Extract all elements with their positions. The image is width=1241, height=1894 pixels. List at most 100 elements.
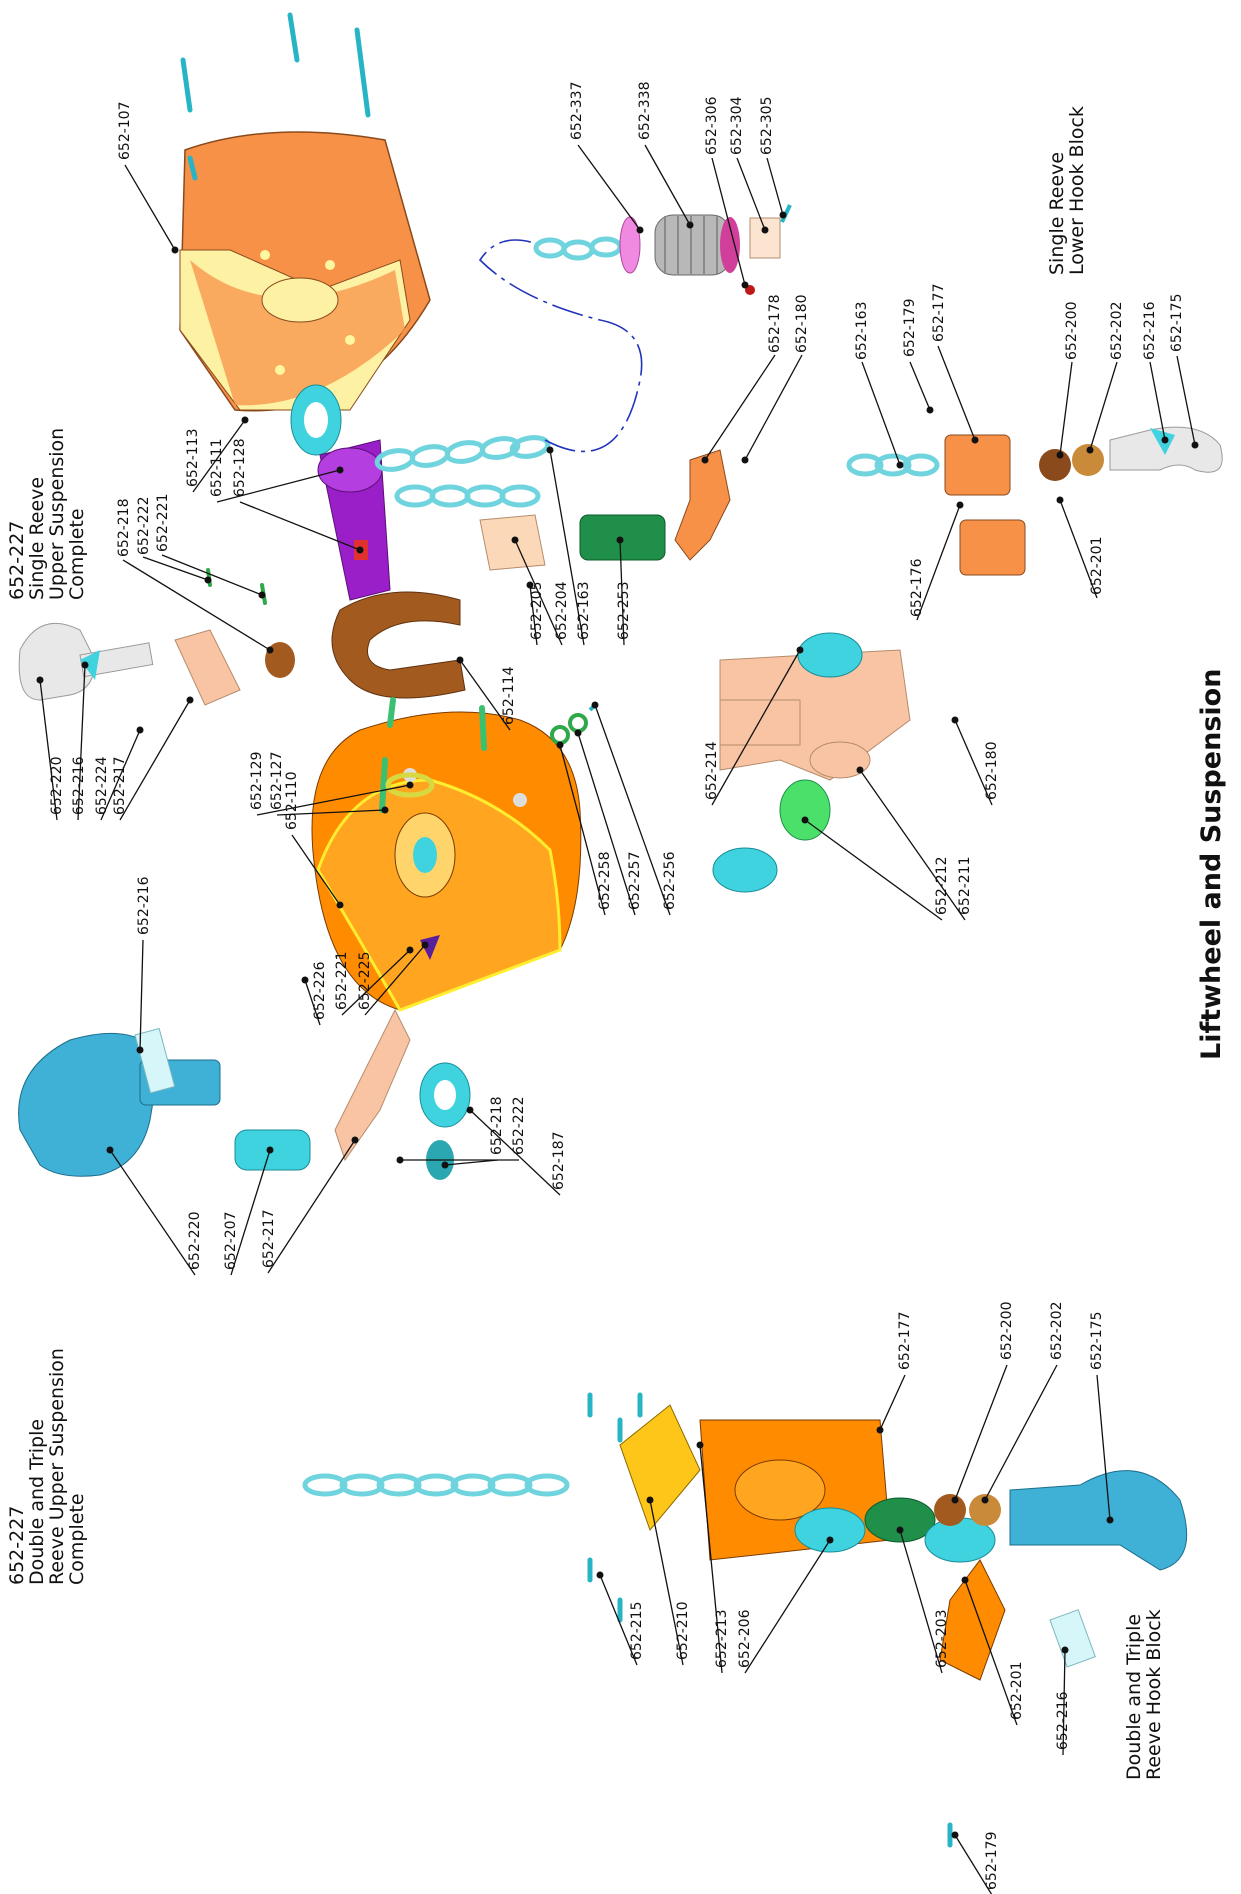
label-652-202-b: 652-202 xyxy=(1049,1301,1065,1361)
leader-line xyxy=(216,469,341,503)
label-652-200-b: 652-200 xyxy=(999,1301,1015,1361)
leader-line xyxy=(276,809,386,816)
label-652-187: 652-187 xyxy=(551,1131,567,1191)
leader-line xyxy=(804,819,943,921)
stripper-652-114 xyxy=(331,591,466,699)
leader-line xyxy=(766,157,784,216)
leader-dot xyxy=(701,456,709,464)
leader-dot xyxy=(971,436,979,444)
leader-dot xyxy=(406,781,414,789)
leader-dot xyxy=(258,591,266,599)
label-652-256: 652-256 xyxy=(662,851,678,911)
leader-dot xyxy=(36,676,44,684)
label-652-201-a: 652-201 xyxy=(1089,536,1105,596)
leader-line xyxy=(1059,361,1073,456)
small-pins-upper xyxy=(206,568,267,605)
label-652-220-b: 652-220 xyxy=(187,1211,203,1271)
leader-dot xyxy=(106,1146,114,1154)
leader-dot xyxy=(574,729,582,737)
label-652-306: 652-306 xyxy=(704,96,720,156)
leader-dot xyxy=(1061,1646,1069,1654)
roller-652-253 xyxy=(579,514,666,561)
spring-652-338 xyxy=(654,214,740,276)
label-652-205: 652-205 xyxy=(529,581,545,641)
screws-652-215 xyxy=(587,1392,953,1848)
leader-dot xyxy=(951,1496,959,1504)
leader-dot xyxy=(1086,446,1094,454)
leader-dot xyxy=(301,976,309,984)
leader-dot xyxy=(511,536,519,544)
washers-652-256-258 xyxy=(550,701,599,745)
leader-dot xyxy=(926,406,934,414)
leader-dot xyxy=(896,461,904,469)
label-652-257: 652-257 xyxy=(627,851,643,911)
double-triple-hook-block xyxy=(619,1404,1188,1681)
leader-dot xyxy=(741,456,749,464)
label-652-217-b: 652-217 xyxy=(261,1209,277,1269)
leader-dot xyxy=(526,581,534,589)
hook-block-652-211 xyxy=(712,632,911,893)
leader-dot xyxy=(266,646,274,654)
leader-line xyxy=(1062,1649,1066,1756)
leader-dot xyxy=(136,1046,144,1054)
leader-line xyxy=(736,157,766,231)
leader-line xyxy=(469,1109,561,1196)
single-reeve-upper-suspension xyxy=(18,622,295,706)
label-652-179-b: 652-179 xyxy=(984,1831,1000,1891)
leader-line xyxy=(711,649,801,806)
label-652-221-a: 652-221 xyxy=(155,493,171,553)
label-652-226: 652-226 xyxy=(312,961,328,1021)
label-652-253: 652-253 xyxy=(616,581,632,641)
leader-line xyxy=(577,732,636,916)
leader-dot xyxy=(556,741,564,749)
label-652-176: 652-176 xyxy=(909,558,925,618)
leader-dot xyxy=(591,701,599,709)
leader-dot xyxy=(646,1496,654,1504)
leader-dot xyxy=(616,536,624,544)
leader-dot xyxy=(336,466,344,474)
leader-dot xyxy=(761,226,769,234)
leader-line xyxy=(444,1159,499,1166)
label-652-216-d: 652-216 xyxy=(1055,1691,1071,1751)
leader-dot xyxy=(696,1441,704,1449)
leader-dot xyxy=(741,281,749,289)
leader-lines xyxy=(36,144,1199,1894)
guide-652-204 xyxy=(479,514,546,571)
leader-line xyxy=(192,419,246,493)
guide-652-178 xyxy=(674,449,731,561)
leader-line xyxy=(619,539,625,646)
label-652-215: 652-215 xyxy=(629,1601,645,1661)
leader-dot xyxy=(136,726,144,734)
double-triple-upper-suspension xyxy=(18,935,454,1180)
label-652-180-b: 652-180 xyxy=(984,741,1000,801)
leader-line xyxy=(954,719,993,806)
label-652-213: 652-213 xyxy=(714,1609,730,1669)
leader-line xyxy=(649,1499,684,1666)
leader-line xyxy=(364,944,426,1016)
leader-line xyxy=(1176,355,1196,446)
leader-line xyxy=(577,144,641,231)
leader-dot xyxy=(796,646,804,654)
leader-line xyxy=(77,664,86,821)
leader-dot xyxy=(1056,496,1064,504)
leader-line xyxy=(122,559,271,651)
label-652-258: 652-258 xyxy=(597,851,613,911)
label-652-129: 652-129 xyxy=(249,751,265,811)
leader-line xyxy=(142,556,209,581)
leader-line xyxy=(861,361,901,466)
leader-line xyxy=(937,345,976,441)
leader-line xyxy=(239,501,361,551)
leader-line xyxy=(1096,1374,1111,1521)
plate-652-304 xyxy=(749,217,781,259)
label-652-203: 652-203 xyxy=(934,1609,950,1669)
leader-dot xyxy=(266,1146,274,1154)
leader-dot xyxy=(779,211,787,219)
leader-dot xyxy=(686,221,694,229)
label-652-337: 652-337 xyxy=(569,81,585,141)
leader-line xyxy=(100,729,141,821)
label-652-216-c: 652-216 xyxy=(136,876,152,936)
leader-line xyxy=(859,769,966,921)
leader-line xyxy=(984,1364,1058,1501)
leader-line xyxy=(704,354,776,461)
